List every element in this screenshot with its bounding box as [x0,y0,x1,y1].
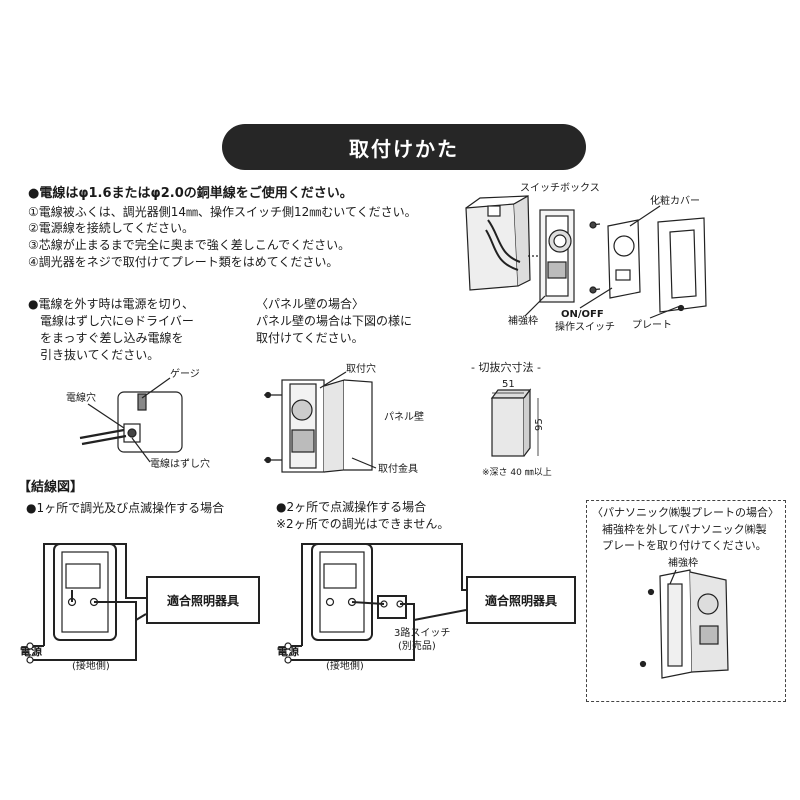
panasonic-frame-label: 補強枠 [668,558,698,569]
power-label-2: 電源 [277,645,299,658]
sold-separately-label: (別売品) [398,641,436,652]
panasonic-drawing [639,569,729,679]
panasonic-line-1: 補強枠を外してパナソニック㈱製 [602,523,767,536]
label-gauge: ゲージ [170,369,200,380]
label-panel-wall: パネル壁 [384,412,424,423]
panel-wall-drawing [264,371,377,473]
label-mount-hole: 取付穴 [346,364,376,375]
page-title: 取付けかた [222,124,586,170]
fixture-box-2: 適合照明器具 [466,576,576,624]
fixture-label-1: 適合照明器具 [166,593,239,608]
dimmer-unit-drawing [528,209,601,303]
instruction-line-5: ④調光器をネジで取付けてプレート類をはめてください。 [28,255,339,269]
wiring-diagram-2 [284,543,467,664]
gauge-drawing [79,377,183,463]
panel-wall-line-2: 取付けてください。 [256,331,364,345]
panasonic-heading: 〈パナソニック㈱製プレートの場合〉 [592,506,779,519]
panasonic-box [586,500,786,702]
panel-wall-heading: 〈パネル壁の場合〉 [256,297,365,311]
label-release-hole: 電線はずし穴 [150,459,210,470]
frame-leader [524,295,546,317]
wiring-one-place: ●1ヶ所で調光及び点滅操作する場合 [26,501,225,515]
remove-note-line-4: 引き抜いてください。 [40,348,160,362]
ground-label-2: (接地側) [326,661,364,672]
label-onoff: ON/OFF [561,309,604,320]
instruction-line-2: ①電線被ふくは、調光器側14㎜、操作スイッチ側12㎜むいてください。 [28,205,417,219]
remove-note-line-3: をまっすぐ差し込み電線を [40,331,184,345]
cover-drawing [607,205,661,299]
panel-wall-line-1: パネル壁の場合は下図の様に [256,314,413,328]
switch-box-drawing [465,194,531,291]
three-way-label: 3路スイッチ [394,628,451,639]
power-label-1: 電源 [20,645,42,658]
label-op-switch: 操作スイッチ [555,322,615,333]
label-reinforce-frame: 補強枠 [508,316,538,327]
cutout-width: 51 [502,379,515,390]
label-mount-bracket: 取付金具 [378,464,418,475]
label-wire-hole: 電線穴 [66,393,96,404]
wiring-heading: 【結線図】 [18,480,84,495]
fixture-box-1: 適合照明器具 [146,576,260,624]
fixture-label-2: 適合照明器具 [484,593,557,608]
cutout-depth-note: ※深さ 40 ㎜以上 [482,468,552,478]
remove-note-line-1: ●電線を外す時は電源を切り、 [28,297,194,311]
wiring-two-place-note: ※2ヶ所での調光はできません。 [276,517,450,531]
remove-note-line-2: 電線はずし穴に⊖ドライバー [40,314,194,328]
wiring-diagram-1 [26,543,147,664]
instruction-line-1: ●電線はφ1.6またはφ2.0の銅単線をご使用ください。 [28,186,353,201]
label-cover: 化粧カバー [650,196,700,207]
instruction-line-3: ②電源線を接続してください。 [28,221,195,235]
plate-drawing [649,217,707,319]
instruction-line-4: ③芯線が止まるまで完全に奥まで強く差しこんでください。 [28,238,351,252]
cutout-heading: - 切抜穴寸法 - [471,361,541,374]
onoff-leader [579,287,613,309]
wiring-two-place: ●2ヶ所で点滅操作する場合 [276,500,427,514]
cutout-drawing [490,388,539,457]
panasonic-line-2: プレートを取り付けてください。 [602,539,767,552]
label-switch-box: スイッチボックス [520,183,600,194]
ground-label-1: (接地側) [72,661,110,672]
label-plate: プレート [632,320,672,331]
